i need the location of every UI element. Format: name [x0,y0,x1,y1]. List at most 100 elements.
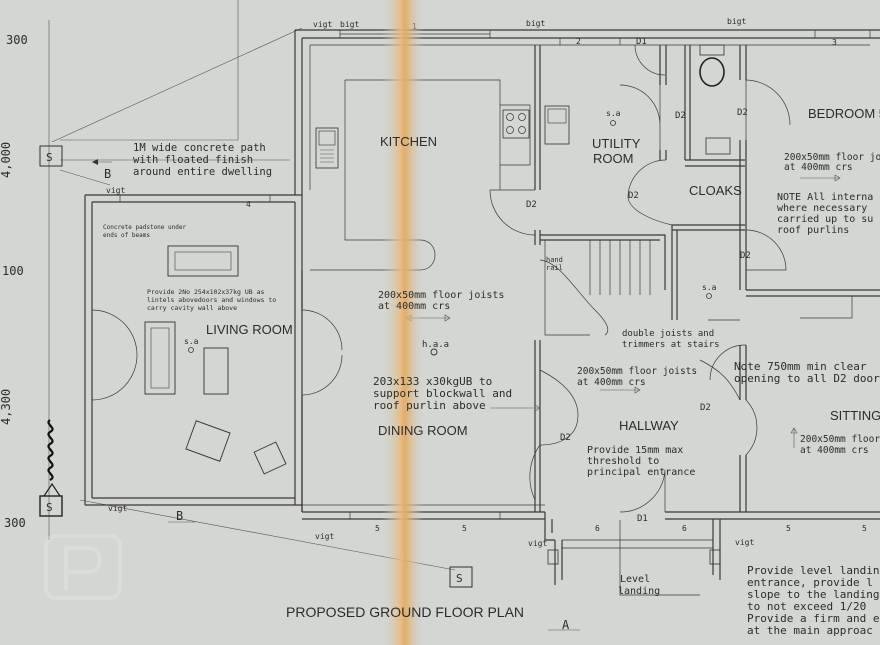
svg-text:A: A [562,618,570,632]
side-chair [253,441,287,475]
interior-walls [301,45,880,512]
note-stairs-1: double joists and [622,329,714,339]
note-threshold-2: threshold to [587,456,659,467]
svg-text:S: S [456,572,463,585]
sofa-top [167,245,239,277]
note-handrail-2: rail [546,264,563,272]
note-joists-d1: 200x50mm floor [800,434,880,445]
svg-text:bigt: bigt [526,19,545,28]
room-living: LIVING ROOM [206,322,293,337]
svg-text:5: 5 [862,524,867,533]
coffee-table [203,347,229,395]
svg-text:vigt: vigt [313,20,332,29]
section-marker-b-top: B [92,159,112,181]
note-path-2: with floated finish [133,154,253,166]
note-joists-a1: 200x50mm floor joists [378,290,504,301]
door-tag-d2-wc: D2 [737,108,748,118]
svg-text:bigt: bigt [727,17,746,26]
svg-text:4: 4 [246,200,251,209]
dim-100: 100 [2,264,24,278]
note-ub-2: support blockwall and [373,387,512,400]
note-joists-b2: at 400mm crs [577,377,646,388]
sofa-left [144,321,176,395]
door-swings [91,44,791,596]
svg-text:5: 5 [375,524,380,533]
note-stairs-2: trimmers at stairs [622,340,720,350]
door-tag-d2-utility: D2 [675,111,686,121]
watermark-logo [44,534,122,600]
dim-4300: 4,300 [0,389,13,425]
room-sitting: SITTING R [830,408,880,423]
note-landing-3: slope to the landing [747,588,879,601]
note-handrail-1: hand [546,256,563,264]
note-lintel-2: lintels abovedoors and windows to [147,296,276,304]
dim-4000: 4,000 [0,142,13,178]
note-joists-a2: at 400mm crs [378,301,450,312]
note-internal-1: NOTE All interna [777,192,873,203]
note-internal-2: where necessary [777,203,867,214]
drawing-title: PROPOSED GROUND FLOOR PLAN [286,604,524,620]
note-padstone-1: Concrete padstone under [103,224,186,231]
svg-text:5: 5 [786,524,791,533]
svg-text:2: 2 [576,37,581,46]
note-lintel-1: Provide 2No 254x102x37kg UB as [147,288,264,296]
note-threshold-1: Provide 15mm max [587,445,683,456]
room-labels: KITCHEN UTILITY ROOM BEDROOM 5 CLOAKS LI… [206,106,880,597]
svg-text:s.a: s.a [606,109,621,118]
site-lines [51,0,456,571]
svg-text:5: 5 [462,524,467,533]
door-tag-d2-cloaks: D2 [740,251,751,261]
section-marker-a-bottom: A [548,618,580,632]
svg-text:6: 6 [682,524,687,533]
landing-1: Level [620,574,650,585]
room-cloaks: CLOAKS [689,183,742,198]
door-tag-d1-front: D1 [637,514,648,524]
note-ub-3: roof purlin above [373,399,486,412]
svg-text:vigt: vigt [315,532,334,541]
note-padstone-2: ends of beams [103,232,150,239]
svg-text:6: 6 [595,524,600,533]
annotations: 1M wide concrete path with floated finis… [103,142,880,637]
door-tag-d2-hall: D2 [700,403,711,413]
door-tags: D1 D2 D2 D2 D2 D2 D2 D2 D1 [526,37,751,524]
svg-text:s.a: s.a [702,283,717,292]
note-ub-1: 203x133 x30kgUB to [373,375,492,388]
note-internal-4: roof purlins [777,225,849,236]
gully-s-2: S [39,419,63,517]
note-joists-d2: at 400mm crs [800,445,869,456]
svg-text:B: B [104,167,111,181]
left-dimension: 300 4,000 100 4,300 300 [0,20,50,540]
svg-text:vigt: vigt [735,538,754,547]
svg-text:s.a: s.a [184,337,199,346]
room-kitchen: KITCHEN [380,134,437,149]
note-landing-2: entrance, provide l [747,576,873,589]
note-internal-3: carried up to su [777,214,873,225]
note-landing-5: Provide a firm and e [747,612,879,625]
note-path-3: around entire dwelling [133,166,272,178]
note-clear-1: Note 750mm min clear [734,360,867,373]
note-joists-b1: 200x50mm floor joists [577,366,697,377]
note-landing-6: at the main approac [747,624,873,637]
note-lintel-3: carry cavity wall above [147,304,237,312]
dim-300-bottom: 300 [4,516,26,530]
note-landing-1: Provide level landing [747,564,880,577]
room-utility-2: ROOM [593,151,633,166]
note-haa: h.a.a [422,340,449,350]
svg-text:3: 3 [832,38,837,47]
note-clear-2: opening to all D2 doors [734,372,880,385]
gully-s-3: S [449,566,473,588]
gully-s-1: S [39,145,63,167]
door-tag-d2-kitchen: D2 [526,200,537,210]
room-bedroom: BEDROOM 5 [808,106,880,121]
door-tag-d1-top: D1 [636,37,647,47]
dim-300-top: 300 [6,33,28,47]
section-marker-b-bottom: B [168,509,195,523]
note-threshold-3: principal entrance [587,467,695,478]
landing-2: landing [618,586,660,597]
windows: 1 2 3 4 5 5 6 6 5 5 [84,22,871,533]
room-dining: DINING ROOM [378,423,468,438]
svg-text:B: B [176,509,183,523]
room-utility-1: UTILITY [592,136,641,151]
